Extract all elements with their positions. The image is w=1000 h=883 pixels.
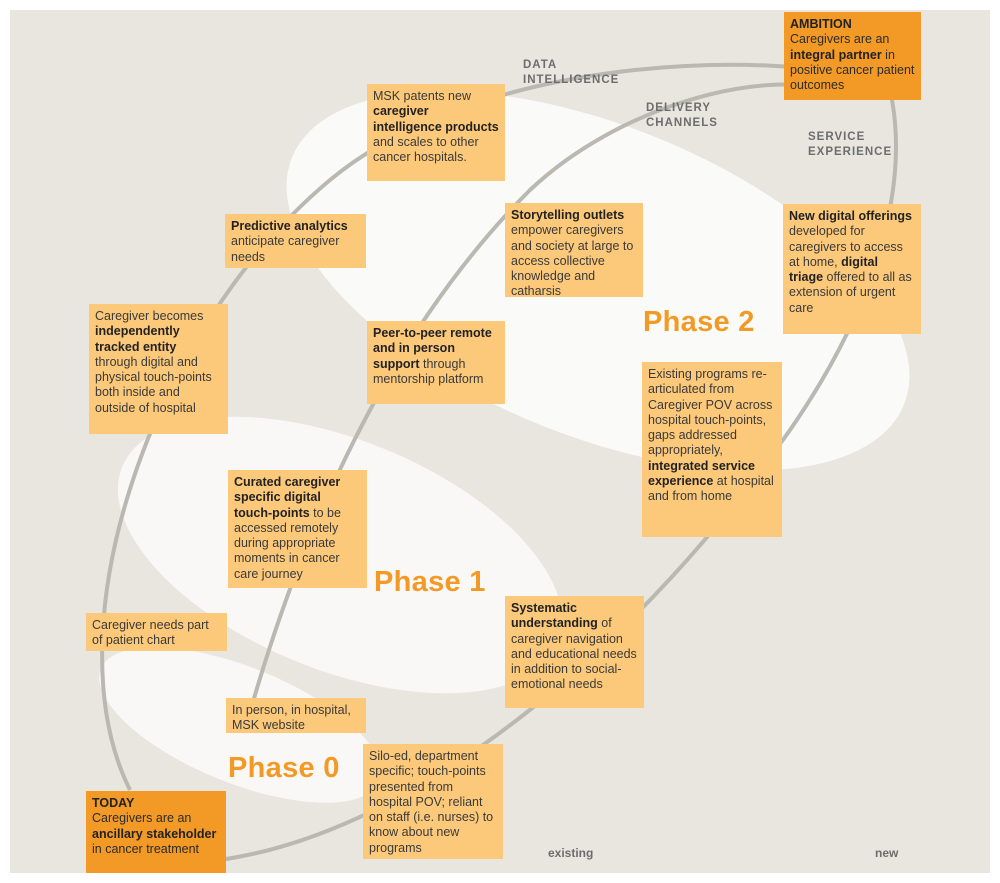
peer-to-peer-box: Peer-to-peer remote and in person suppor… (367, 321, 505, 404)
curated-touchpoints-box: Curated caregiver specific digital touch… (228, 470, 367, 588)
msk-patents-bold: caregiver intelligence products (373, 104, 499, 134)
storytelling-text: empower caregivers and society at large … (511, 223, 634, 299)
data-intelligence-line2: INTELLIGENCE (523, 74, 620, 86)
delivery-channels-label: DELIVERY CHANNELS (646, 101, 718, 131)
systematic-bold: Systematic understanding (511, 601, 598, 631)
msk-patents-box: MSK patents new caregiver intelligence p… (367, 84, 505, 181)
msk-patents-text-2: and scales to other cancer hospitals. (373, 134, 479, 165)
data-intelligence-label: DATA INTELLIGENCE (523, 58, 619, 88)
independently-tracked-box: Caregiver becomes independently tracked … (89, 304, 228, 434)
siloed-box: Silo-ed, department specific; touch-poin… (363, 744, 503, 859)
existing-programs-text-2: at hospital and from home (648, 474, 774, 504)
curated-bold: Curated caregiver specific digital touch… (234, 475, 341, 520)
phase-2-title: Phase 2 (643, 306, 755, 338)
new-digital-bold-2: digital triage (789, 254, 878, 285)
new-label: new (875, 846, 899, 860)
storytelling-bold: Storytelling outlets (511, 208, 625, 222)
delivery-channels-line1: DELIVERY (646, 102, 712, 114)
storytelling-box: Storytelling outlets empower caregivers … (505, 203, 643, 299)
systematic-understanding-box: Systematic understanding of caregiver na… (505, 596, 644, 708)
delivery-channels-line2: CHANNELS (646, 117, 718, 129)
ambition-bold: integral partner (790, 47, 882, 62)
predictive-analytics-box: Predictive analytics anticipate caregive… (225, 214, 366, 268)
predictive-text: anticipate caregiver needs (231, 234, 340, 264)
ambition-heading: AMBITION (790, 17, 852, 31)
service-experience-line1: SERVICE (808, 131, 866, 143)
new-digital-bold-1: New digital offerings (789, 209, 912, 223)
new-digital-box: New digital offerings developed for care… (783, 204, 921, 334)
patient-chart-text: Caregiver needs part of patient chart (92, 618, 209, 648)
data-intelligence-line1: DATA (523, 59, 558, 71)
today-heading: TODAY (92, 796, 135, 810)
msk-patents-text-1: MSK patents new (373, 89, 471, 103)
predictive-bold: Predictive analytics (231, 219, 348, 233)
independently-text-2: through digital and physical touch-point… (95, 354, 212, 415)
phase-1-title: Phase 1 (374, 566, 486, 598)
existing-programs-bold: integrated service experience (648, 458, 755, 489)
existing-programs-text-1: Existing programs re-articulated from Ca… (648, 367, 773, 458)
patient-chart-box: Caregiver needs part of patient chart (86, 613, 227, 651)
new-digital-text-2: offered to all as extension of urgent ca… (789, 270, 912, 315)
phase-0-title: Phase 0 (228, 752, 340, 784)
peer-text: through mentorship platform (373, 356, 484, 386)
existing-label: existing (548, 846, 594, 860)
existing-programs-box: Existing programs re-articulated from Ca… (642, 362, 782, 537)
service-experience-label: SERVICE EXPERIENCE (808, 130, 892, 160)
ambition-text-1: Caregivers are an (790, 32, 890, 47)
systematic-text: of caregiver navigation and educational … (511, 616, 637, 692)
independently-bold: independently tracked entity (95, 324, 180, 354)
peer-bold: Peer-to-peer remote and in person suppor… (373, 326, 492, 371)
new-digital-text-1: developed for caregivers to access at ho… (789, 224, 903, 269)
today-box: TODAY Caregivers are an ancillary stakeh… (86, 791, 226, 873)
today-bold: ancillary stakeholder (92, 826, 217, 841)
siloed-text: Silo-ed, department specific; touch-poin… (369, 749, 494, 855)
ambition-box: AMBITION Caregivers are an integral part… (784, 12, 921, 100)
ambition-text-2: in positive cancer patient outcomes (790, 47, 915, 93)
today-text-1: Caregivers are an (92, 811, 192, 826)
in-person-box: In person, in hospital, MSK website (226, 698, 366, 733)
curated-text: to be accessed remotely during appropria… (234, 505, 341, 581)
today-text-2: in cancer treatment (92, 841, 199, 856)
independently-text-1: Caregiver becomes (95, 309, 204, 323)
service-experience-line2: EXPERIENCE (808, 146, 893, 158)
in-person-text: In person, in hospital, MSK website (232, 703, 351, 733)
